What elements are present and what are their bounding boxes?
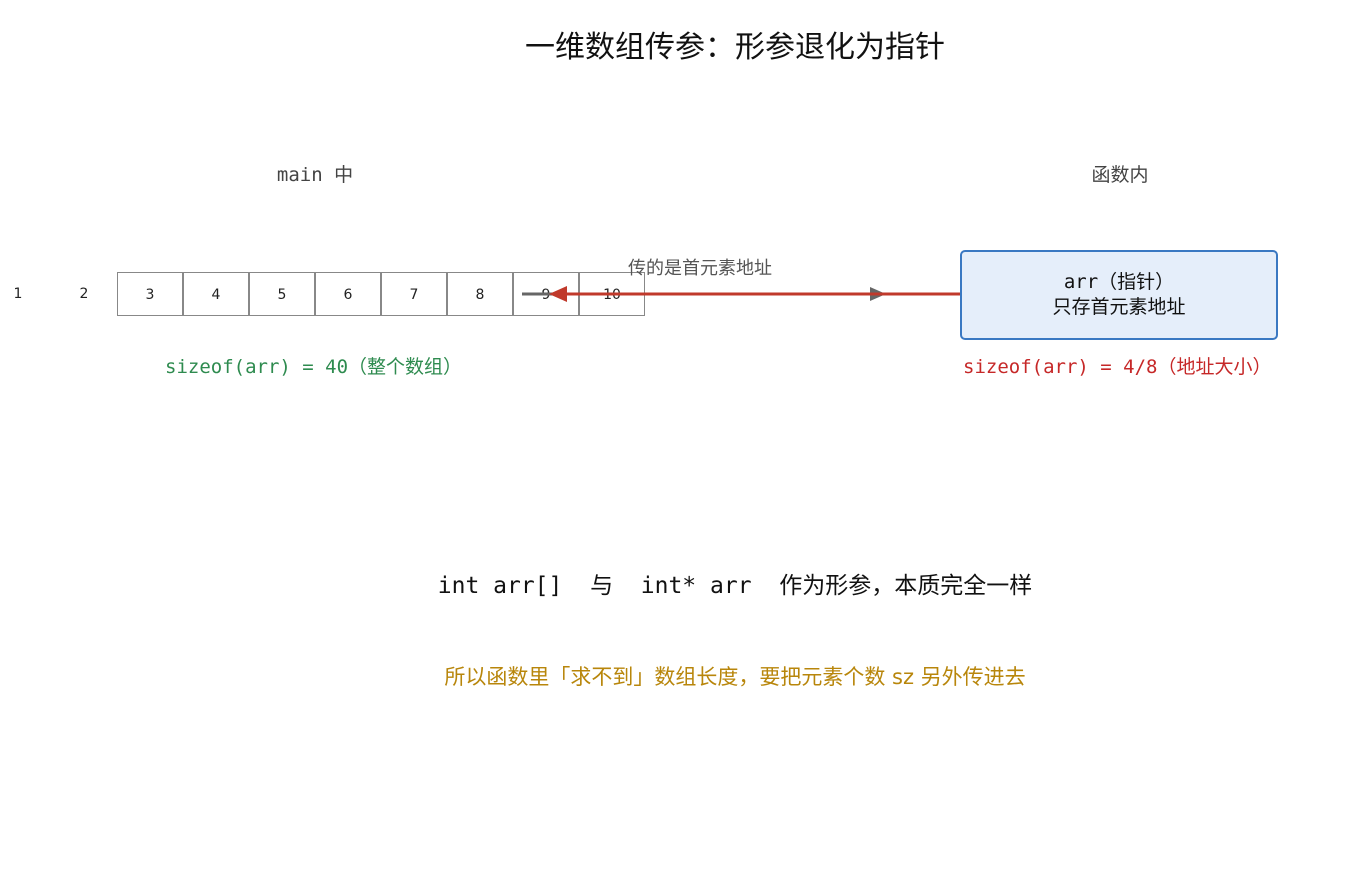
equivalence-text: int arr[] 与 int* arr 作为形参，本质完全一样 <box>437 573 1033 599</box>
arrow-label: 传的是首元素地址 <box>628 258 772 279</box>
sizeof-array-text: sizeof(arr) = 40（整个数组） <box>165 356 463 378</box>
main-section-label: main 中 <box>276 164 354 186</box>
array-cell: 9 <box>513 272 579 316</box>
pointer-box-line2: 只存首元素地址 <box>1052 296 1186 318</box>
pointer-box: arr（指针） 只存首元素地址 <box>960 250 1278 340</box>
array-cell: 4 <box>183 272 249 316</box>
array-cell: 5 <box>249 272 315 316</box>
array-cell: 1 <box>13 286 23 302</box>
array-cell: 2 <box>79 286 89 302</box>
diagram-title: 一维数组传参：形参退化为指针 <box>525 30 945 65</box>
sizeof-pointer-text: sizeof(arr) = 4/8（地址大小） <box>963 356 1272 378</box>
note-text: 所以函数里「求不到」数组长度，要把元素个数 sz 另外传进去 <box>444 665 1026 689</box>
array-cell: 7 <box>381 272 447 316</box>
gray-arrow-head <box>870 287 886 301</box>
array-cell: 3 <box>117 272 183 316</box>
function-section-label: 函数内 <box>1091 164 1149 186</box>
array-cell: 8 <box>447 272 513 316</box>
array-cell: 6 <box>315 272 381 316</box>
pointer-box-line1: arr（指针） <box>1063 271 1175 293</box>
